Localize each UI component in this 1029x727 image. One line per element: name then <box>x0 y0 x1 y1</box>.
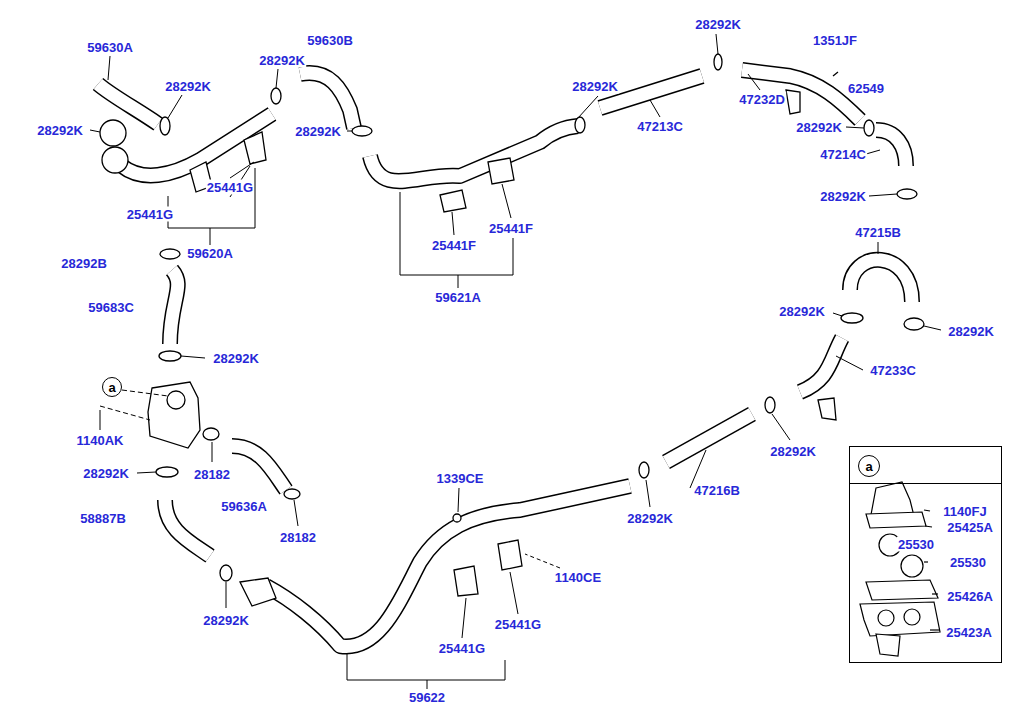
part-number: 59622 <box>408 690 446 705</box>
part-number: 47233C <box>869 363 917 378</box>
part-number: 25530 <box>897 537 935 552</box>
part-number: 47215B <box>854 225 902 240</box>
part-number: 28292K <box>258 53 306 68</box>
part-number: 1351JF <box>812 33 858 48</box>
part-number: 28182 <box>193 467 231 482</box>
callout-letter: a <box>108 381 115 394</box>
part-number: 28292K <box>626 511 674 526</box>
part-number: 1339CE <box>436 471 485 486</box>
part-number: 25441G <box>438 641 486 656</box>
part-number: 25441F <box>488 221 534 236</box>
callout-circle: a <box>102 377 122 397</box>
part-number: 25426A <box>946 589 994 604</box>
panel-header: a <box>850 447 1001 484</box>
part-number: 28292K <box>778 304 826 319</box>
part-number: 28292K <box>294 124 342 139</box>
part-number: 28292K <box>694 17 742 32</box>
part-number: 62549 <box>847 81 885 96</box>
part-number: 25441G <box>206 180 254 195</box>
part-number: 28292K <box>212 351 260 366</box>
part-number: 25441G <box>126 207 174 222</box>
part-number: 25441G <box>494 617 542 632</box>
part-number: 59630A <box>86 40 134 55</box>
callout-letter: a <box>865 460 872 473</box>
part-number: 1140FJ <box>942 504 987 519</box>
part-number: 59620A <box>186 246 234 261</box>
part-number: 1140CE <box>554 570 602 585</box>
part-number: 28292K <box>36 123 84 138</box>
part-number: 47216B <box>693 483 741 498</box>
part-number: 47213C <box>636 119 684 134</box>
part-number: 25530 <box>949 555 987 570</box>
part-number: 47214C <box>819 147 867 162</box>
part-number: 28292K <box>947 324 995 339</box>
part-number: 28292K <box>202 613 250 628</box>
part-number: 28292B <box>60 256 108 271</box>
part-number: 25423A <box>945 625 993 640</box>
part-number: 59621A <box>434 290 482 305</box>
hose-fill <box>98 70 912 646</box>
part-number: 28292K <box>164 79 212 94</box>
part-number: 28292K <box>795 120 843 135</box>
part-number: 59630B <box>306 33 354 48</box>
callout-circle: a <box>858 455 880 477</box>
part-number: 28182 <box>279 530 317 545</box>
part-number: 47232D <box>738 92 786 107</box>
part-number: 25425A <box>946 520 994 535</box>
part-number: 28292K <box>819 189 867 204</box>
part-number: 28292K <box>571 79 619 94</box>
part-number: 25441F <box>431 238 477 253</box>
part-number: 59683C <box>87 300 135 315</box>
part-number: 59636A <box>220 499 268 514</box>
part-number: 58887B <box>79 511 127 526</box>
part-number: 28292K <box>769 444 817 459</box>
part-number: 1140AK <box>76 433 125 448</box>
part-number: 28292K <box>82 466 130 481</box>
